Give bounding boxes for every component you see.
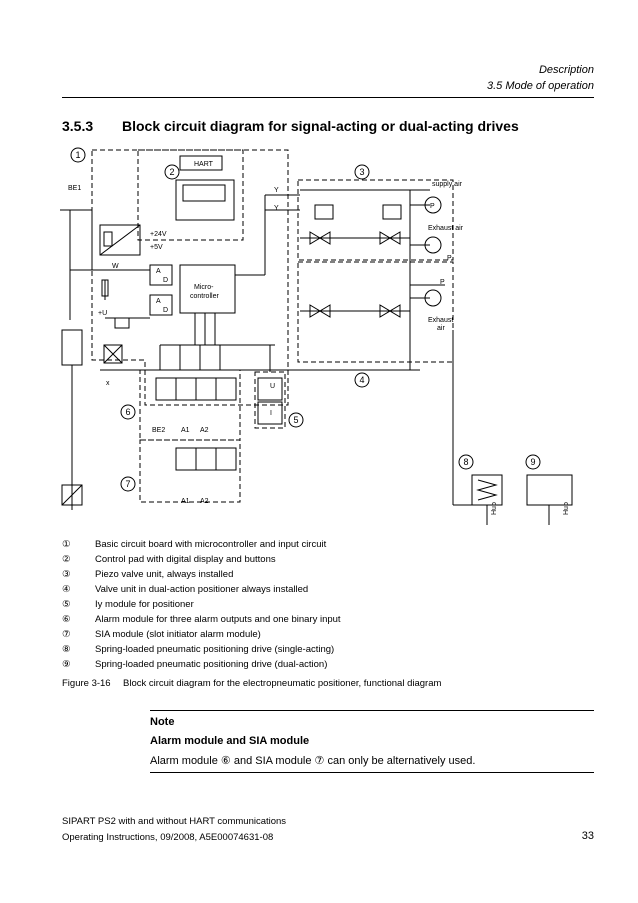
sia-module-boundary: [139, 439, 241, 503]
label-exhaust-air: Exhaust air: [428, 225, 464, 232]
header-subsection: 3.5 Mode of operation: [486, 80, 594, 92]
hart-box: [179, 155, 223, 171]
label-be2: BE2: [152, 427, 165, 434]
microcontroller-box: [179, 264, 236, 314]
label-24v: +24V: [150, 231, 167, 238]
label-pz: P: [430, 203, 435, 210]
label-a2b: A2: [200, 498, 209, 505]
note-rule-bottom: [150, 772, 594, 773]
label-exhaust: Exhaust: [428, 317, 453, 324]
section-title: Block circuit diagram for signal-acting …: [122, 118, 519, 134]
callout-9: 9: [530, 457, 535, 467]
dual-valve-boundary: [297, 261, 454, 363]
note-text: Alarm module ⑥ and SIA module ⑦ can only…: [150, 755, 476, 767]
callout-8: 8: [463, 457, 468, 467]
callout-3: 3: [359, 167, 364, 177]
label-a-1: A: [156, 268, 161, 275]
control-pad-boundary: [137, 149, 244, 241]
page-number: 33: [581, 830, 594, 842]
block-circuit-diagram: 1 2 3 4 5 6 7 8 9 HART BE1 Micro- contro…: [60, 147, 573, 525]
label-d-1: D: [163, 277, 168, 284]
label-hart: HART: [194, 161, 214, 168]
label-p2: P: [440, 279, 445, 286]
label-a2: A2: [200, 427, 209, 434]
label-u: U: [270, 383, 275, 390]
label-controller: controller: [190, 293, 219, 300]
label-a-2: A: [156, 298, 161, 305]
board-boundary: [91, 149, 289, 406]
label-p1: P: [447, 255, 452, 262]
callout-6: 6: [125, 407, 130, 417]
figure-label: Figure 3-16: [62, 678, 111, 689]
label-y2: Y: [274, 205, 279, 212]
label-hub-9: Hub: [563, 502, 570, 515]
header-rule: [62, 97, 594, 98]
label-a1b: A1: [181, 498, 190, 505]
label-hub-8: Hub: [491, 502, 498, 515]
label-d-2: D: [163, 307, 168, 314]
callout-7: 7: [125, 479, 130, 489]
callout-2: 2: [169, 167, 174, 177]
header-section: Description: [538, 64, 594, 76]
callout-4: 4: [359, 375, 364, 385]
footer-line2: Operating Instructions, 09/2008, A5E0007…: [62, 832, 274, 843]
note-subtitle: Alarm module and SIA module: [150, 735, 310, 747]
footer-line1: SIPART PS2 with and without HART communi…: [62, 816, 287, 827]
section-number: 3.5.3: [62, 118, 94, 134]
label-be1: BE1: [68, 185, 81, 192]
callout-5: 5: [293, 415, 298, 425]
label-y1: Y: [274, 187, 279, 194]
note-rule-top: [150, 710, 594, 711]
label-u-plus: +U: [98, 310, 107, 317]
label-x: x: [106, 380, 110, 387]
label-5v: +5V: [150, 244, 163, 251]
label-w: W: [112, 263, 119, 270]
callout-1: 1: [75, 150, 80, 160]
note-title: Note: [150, 716, 175, 728]
label-supply-air: supply air: [432, 181, 463, 188]
figure-text: Block circuit diagram for the electropne…: [123, 678, 442, 689]
label-air: air: [437, 325, 445, 332]
label-i: I: [270, 410, 272, 417]
label-micro: Micro-: [194, 284, 214, 291]
label-a1: A1: [181, 427, 190, 434]
piezo-valve-boundary: [297, 179, 454, 261]
